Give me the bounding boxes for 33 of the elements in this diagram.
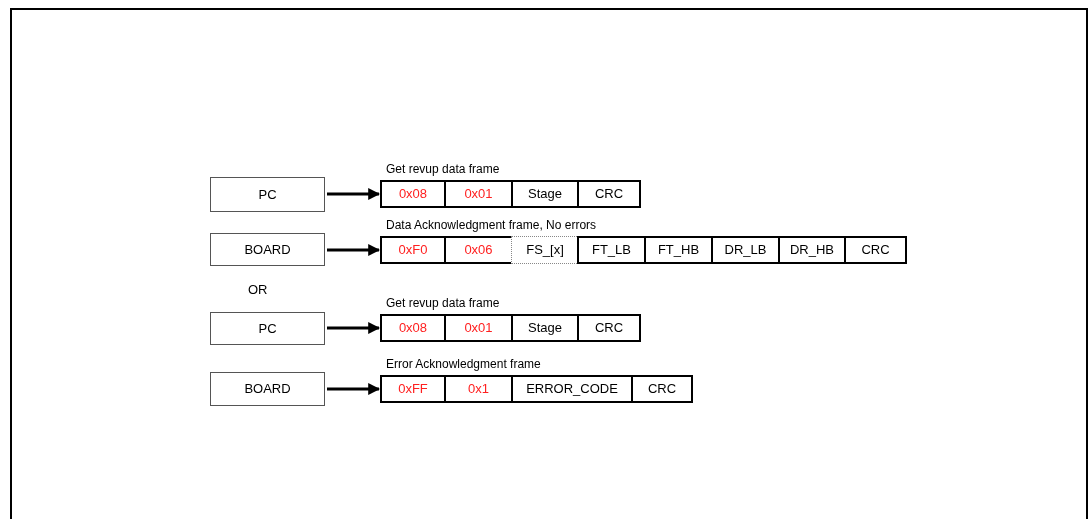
note-text: OR xyxy=(248,281,268,299)
arrow xyxy=(327,188,381,200)
field-cell: FT_HB xyxy=(644,236,713,264)
field-cell: FT_LB xyxy=(577,236,646,264)
arrow xyxy=(327,322,381,334)
field-cell: FS_[x] xyxy=(511,236,579,264)
field-cell: Stage xyxy=(511,314,579,342)
field-cell: 0x06 xyxy=(444,236,513,264)
field-cell: 0x01 xyxy=(444,180,513,208)
field-cell: ERROR_CODE xyxy=(511,375,633,403)
frame-heading: Get revup data frame xyxy=(386,162,500,176)
device-box: BOARD xyxy=(210,233,325,266)
field-cell: CRC xyxy=(577,180,641,208)
device-box: BOARD xyxy=(210,372,325,406)
field-cell: CRC xyxy=(844,236,907,264)
device-box: PC xyxy=(210,177,325,212)
arrow xyxy=(327,244,381,256)
field-cell: 0x01 xyxy=(444,314,513,342)
field-cell: CRC xyxy=(577,314,641,342)
field-cell: 0xFF xyxy=(380,375,446,403)
field-cell: 0x08 xyxy=(380,314,446,342)
field-cell: 0x1 xyxy=(444,375,513,403)
field-cell: CRC xyxy=(631,375,693,403)
field-cell: 0xF0 xyxy=(380,236,446,264)
frame-heading: Error Acknowledgment frame xyxy=(386,357,541,371)
frame-heading: Get revup data frame xyxy=(386,296,500,310)
field-cell: DR_HB xyxy=(778,236,846,264)
field-cell: Stage xyxy=(511,180,579,208)
arrow xyxy=(327,383,381,395)
field-cell: DR_LB xyxy=(711,236,780,264)
device-box: PC xyxy=(210,312,325,345)
field-cell: 0x08 xyxy=(380,180,446,208)
frame-heading: Data Acknowledgment frame, No errors xyxy=(386,218,597,232)
